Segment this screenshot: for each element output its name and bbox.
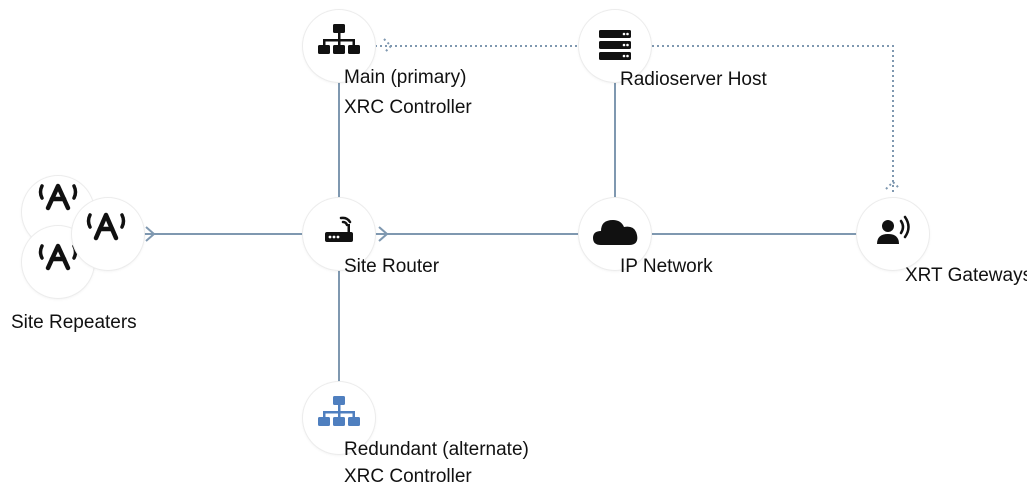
xrt-gateways-node (857, 198, 929, 270)
site-repeater-node-c (72, 198, 144, 270)
radio-tower-icon (38, 183, 78, 211)
radio-tower-icon (38, 243, 78, 271)
ip-network-node (579, 198, 651, 270)
radio-tower-icon (86, 212, 126, 241)
dotted-arrow-into-controller (383, 38, 393, 54)
site-router-label: Site Router (344, 256, 440, 277)
radioserver-host-label: Radioserver Host (620, 69, 767, 90)
main-controller-node (303, 10, 375, 82)
dotted-arrow-into-gateways (885, 180, 901, 190)
radioserver-host-node (579, 10, 651, 82)
speaking-person-icon (877, 215, 910, 244)
network-hierarchy-icon (318, 396, 360, 426)
router-icon (325, 216, 353, 242)
network-hierarchy-icon (318, 24, 360, 54)
redundant-controller-node (303, 382, 375, 454)
ip-network-label: IP Network (620, 256, 713, 277)
dotted-link-radioserver-to-gateways (652, 45, 894, 194)
cloud-icon (593, 220, 638, 245)
redundant-controller-label-line1: Redundant (alternate) (344, 439, 529, 460)
server-icon (599, 30, 631, 60)
arrow-into-repeaters (145, 226, 156, 242)
xrt-gateways-label: XRT Gateways (905, 265, 1027, 286)
arrow-into-router (378, 226, 389, 242)
site-router-node (303, 198, 375, 270)
site-repeaters-label: Site Repeaters (11, 312, 137, 333)
main-controller-label-line1: Main (primary) (344, 67, 467, 88)
redundant-controller-label-line2: XRC Controller (344, 466, 472, 487)
main-controller-label-line2: XRC Controller (344, 97, 472, 118)
